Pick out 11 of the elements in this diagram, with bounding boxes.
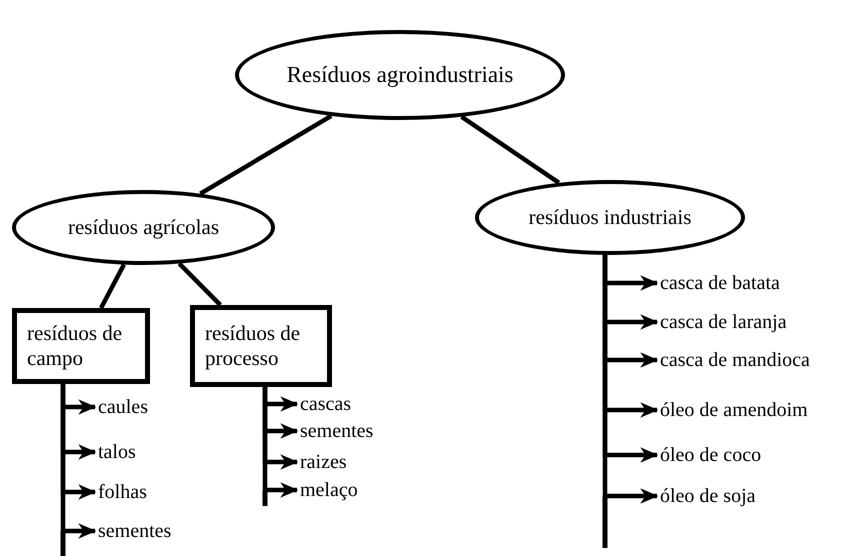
node-text: resíduos de campo — [27, 320, 124, 372]
connector-line — [99, 264, 126, 310]
arrow — [262, 387, 298, 498]
node-text: resíduos de processo — [205, 320, 302, 372]
node-text: resíduos industriais — [528, 205, 692, 230]
connector-line — [178, 262, 222, 307]
category-box — [12, 308, 150, 384]
arrow — [60, 384, 96, 539]
node-text: Resíduos agroindustriais — [286, 62, 514, 88]
category-box — [190, 305, 332, 387]
node-text: resíduos agrícolas — [68, 215, 220, 240]
